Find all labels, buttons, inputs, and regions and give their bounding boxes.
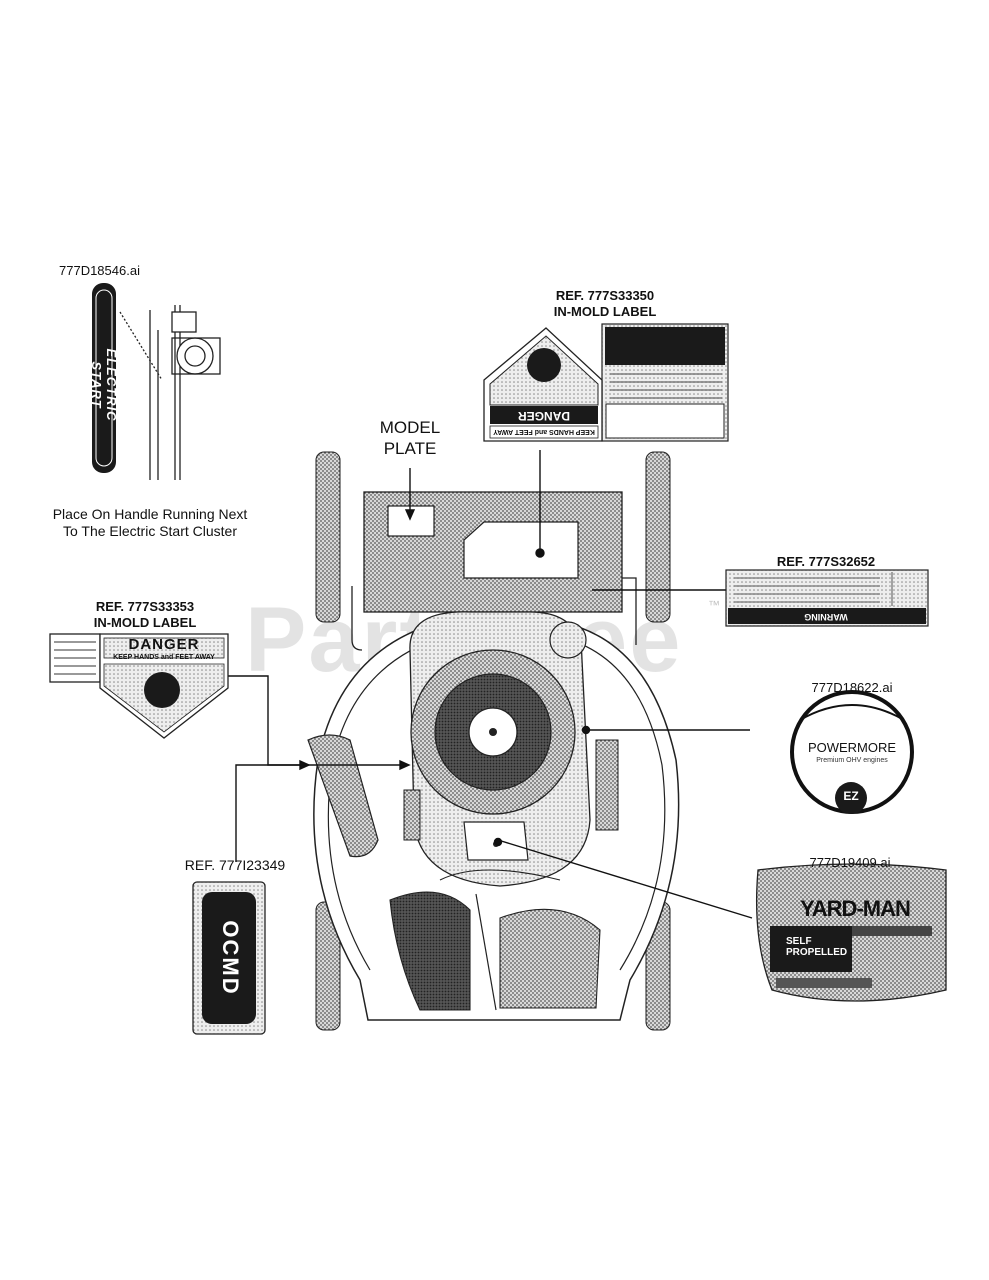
danger-label-33350: DANGER KEEP HANDS and FEET AWAY: [483, 323, 729, 442]
powermore-brand: POWERMORE: [807, 740, 897, 755]
electric-start-note-1: Place On Handle Running Next: [52, 506, 248, 522]
yardman-line1: SELF: [786, 936, 812, 947]
powermore-badge: [790, 690, 914, 814]
ocmd-label: [192, 881, 266, 1035]
powermore-file-label: 777D18622.ai: [811, 680, 893, 695]
rear-left-wheel: [315, 451, 341, 623]
danger-word-inverted: DANGER: [518, 409, 570, 423]
danger-word: DANGER: [128, 636, 200, 653]
electric-start-file-label: 777D18546.ai: [59, 263, 140, 278]
handle-illustration: [119, 305, 221, 480]
powermore-tagline: Premium OHV engines: [816, 757, 888, 764]
mower-deck: [307, 611, 680, 1021]
electric-start-decal: [92, 283, 116, 473]
yardman-line2: PROPELLED: [786, 947, 848, 958]
leader-lines: [228, 450, 753, 919]
ref-33353-label: REF. 777S33353: [95, 599, 195, 614]
ref-32652-label: REF. 777S32652: [776, 554, 876, 569]
ref-33353-sub: IN-MOLD LABEL: [93, 615, 197, 630]
electric-start-text: ELECTRIC START: [89, 348, 119, 422]
ref-33350-sub: IN-MOLD LABEL: [553, 304, 657, 319]
yardman-file-label: 777D19409.ai: [809, 855, 891, 870]
danger-keep-inverted: KEEP HANDS and FEET AWAY: [493, 428, 595, 435]
warning-label-32652: WARNING: [725, 569, 929, 627]
warning-word: WARNING: [804, 612, 848, 622]
ref-23349-label: REF. 777I23349: [184, 857, 286, 873]
yardman-label: [755, 863, 947, 1002]
ez-badge: EZ: [843, 789, 859, 803]
rear-right-wheel: [645, 451, 671, 623]
danger-label-33353: [49, 633, 229, 739]
ocmd-text: OCMD: [218, 920, 243, 996]
danger-keep-text: KEEP HANDS and FEET AWAY: [113, 654, 215, 661]
model-plate-line1: MODEL: [379, 418, 441, 437]
model-plate-line2: PLATE: [383, 439, 437, 458]
ref-33350-label: REF. 777S33350: [555, 288, 655, 303]
watermark-tm: ™: [708, 598, 720, 612]
yardman-brand: YARD-MAN: [800, 896, 911, 921]
electric-start-note-2: To The Electric Start Cluster: [62, 523, 238, 539]
